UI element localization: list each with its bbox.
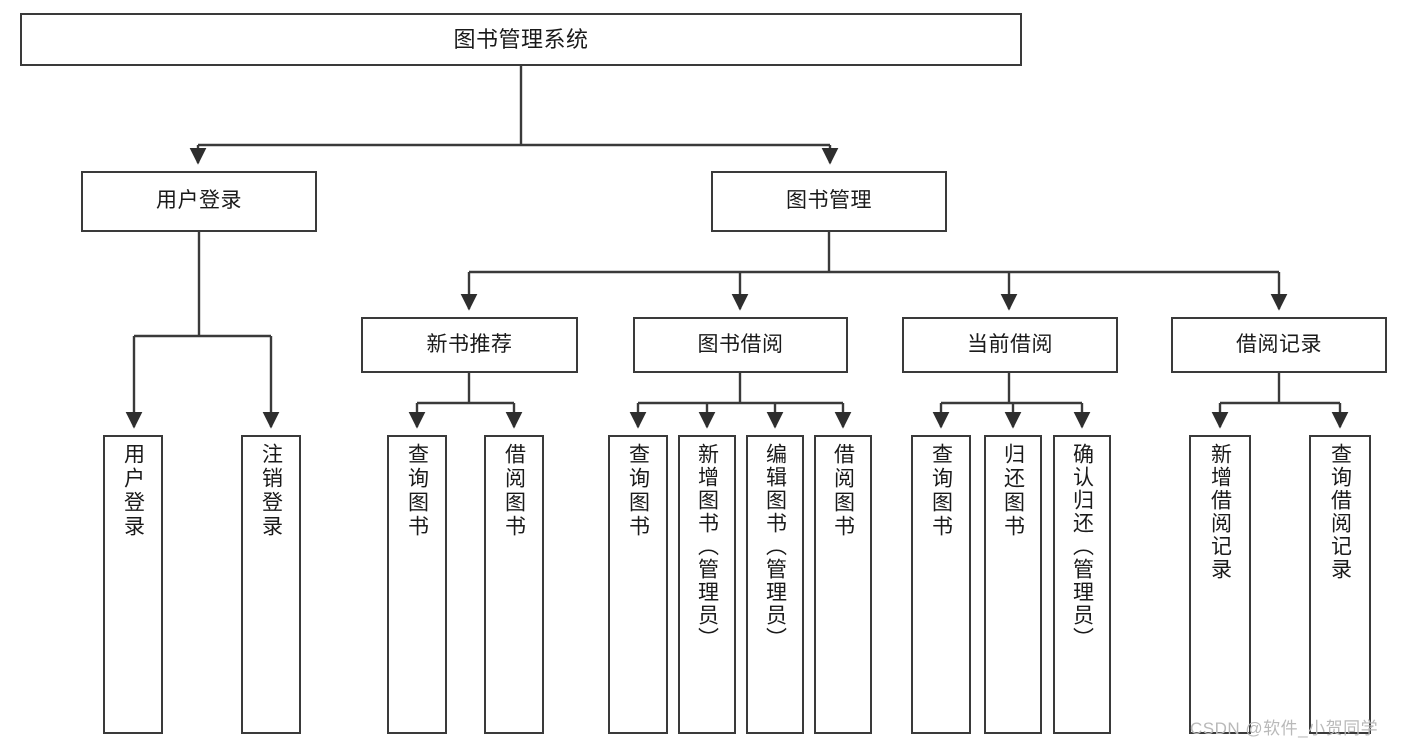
node-book-borrow[interactable]: 图书借阅 (633, 317, 848, 373)
leaf-query-book-borrow-label: 查询图书 (626, 443, 650, 539)
leaf-add-book-admin-label: 新增图书（管理员） (695, 443, 719, 650)
node-borrow-record-label: 借阅记录 (1236, 332, 1322, 356)
leaf-query-book-current[interactable]: 查询图书 (911, 435, 971, 734)
node-user-login-label: 用户登录 (156, 189, 242, 213)
leaf-user-login-label: 用户登录 (121, 443, 145, 539)
leaf-confirm-return-admin[interactable]: 确认归还（管理员） (1053, 435, 1111, 734)
leaf-logout-label: 注销登录 (259, 443, 283, 539)
leaf-edit-book-admin-label: 编辑图书（管理员） (763, 443, 787, 650)
leaf-query-book-recommend-label: 查询图书 (405, 443, 429, 539)
leaf-logout[interactable]: 注销登录 (241, 435, 301, 734)
node-root-label: 图书管理系统 (453, 26, 589, 52)
node-new-book-recommend-label: 新书推荐 (426, 332, 513, 356)
leaf-borrow-book-label: 借阅图书 (831, 443, 855, 539)
leaf-add-borrow-record[interactable]: 新增借阅记录 (1189, 435, 1251, 734)
leaf-query-borrow-record[interactable]: 查询借阅记录 (1309, 435, 1371, 734)
leaf-query-book-borrow[interactable]: 查询图书 (608, 435, 668, 734)
leaf-add-book-admin[interactable]: 新增图书（管理员） (678, 435, 736, 734)
node-current-borrow[interactable]: 当前借阅 (902, 317, 1118, 373)
leaf-return-book[interactable]: 归还图书 (984, 435, 1042, 734)
node-current-borrow-label: 当前借阅 (967, 332, 1053, 356)
leaf-query-book-current-label: 查询图书 (929, 443, 953, 539)
leaf-add-borrow-record-label: 新增借阅记录 (1208, 443, 1232, 581)
leaf-query-book-recommend[interactable]: 查询图书 (387, 435, 447, 734)
node-book-management[interactable]: 图书管理 (711, 171, 947, 232)
leaf-borrow-book[interactable]: 借阅图书 (814, 435, 872, 734)
leaf-confirm-return-admin-label: 确认归还（管理员） (1070, 443, 1094, 650)
node-user-login[interactable]: 用户登录 (81, 171, 317, 232)
leaf-user-login[interactable]: 用户登录 (103, 435, 163, 734)
node-new-book-recommend[interactable]: 新书推荐 (361, 317, 578, 373)
node-root[interactable]: 图书管理系统 (20, 13, 1022, 66)
node-book-borrow-label: 图书借阅 (697, 332, 784, 356)
leaf-borrow-book-recommend[interactable]: 借阅图书 (484, 435, 544, 734)
leaf-edit-book-admin[interactable]: 编辑图书（管理员） (746, 435, 804, 734)
node-borrow-record[interactable]: 借阅记录 (1171, 317, 1387, 373)
node-book-management-label: 图书管理 (786, 189, 872, 213)
leaf-return-book-label: 归还图书 (1001, 443, 1025, 539)
leaf-query-borrow-record-label: 查询借阅记录 (1328, 443, 1352, 581)
watermark: CSDN @软件_小贺同学 (1190, 719, 1379, 738)
leaf-borrow-book-recommend-label: 借阅图书 (502, 443, 526, 539)
